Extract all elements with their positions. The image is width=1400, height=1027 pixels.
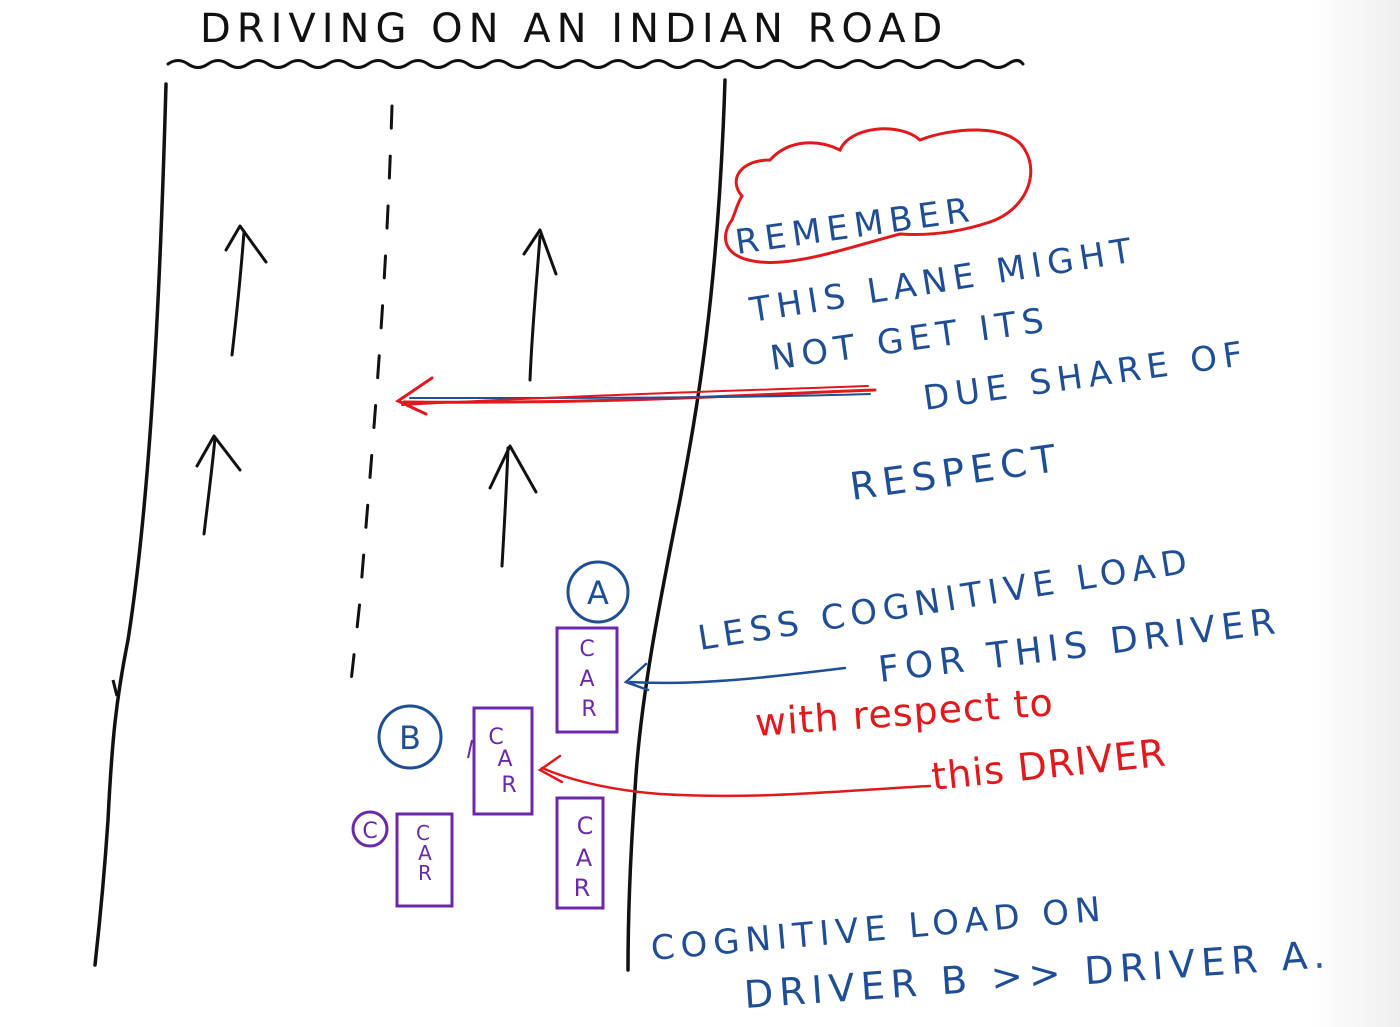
car-a-letter-2: A	[579, 667, 594, 692]
car-c-letter-2: A	[418, 841, 432, 865]
annotation-driver-a: LESS COGNITIVE LOAD FOR THIS DRIVER	[623, 541, 1283, 692]
annotation-a-pointer	[628, 666, 847, 685]
title-wavy-underline	[166, 59, 1025, 69]
right-lane-arrow-lower	[488, 444, 538, 568]
remember-callout: REMEMBER	[723, 127, 1033, 264]
annotation-b-line-1: with respect to	[754, 680, 1056, 745]
lane-respect-note: THIS LANE MIGHT NOT GET ITS DUE SHARE OF…	[746, 230, 1251, 509]
marker-a-letter: A	[587, 574, 609, 612]
left-lane-arrow-lower	[195, 434, 242, 536]
car-a-letter-3: R	[581, 697, 596, 722]
road	[93, 78, 727, 972]
car-right-lane-letter-3: R	[574, 874, 591, 902]
car-a: C A R	[555, 626, 619, 734]
marker-c-letter: C	[362, 819, 377, 844]
conclusion-note: COGNITIVE LOAD ON DRIVER B >> DRIVER A.	[649, 889, 1332, 1017]
car-c: C A R	[395, 812, 454, 908]
marker-b-letter: B	[399, 719, 421, 757]
right-lane-arrow-upper	[522, 228, 558, 382]
car-b: C A R	[467, 706, 534, 816]
left-lane-arrow-upper	[224, 224, 268, 357]
annotation-b-pointer	[540, 766, 932, 798]
car-right-lane: C A R	[555, 796, 605, 910]
road-left-edge-tick	[111, 679, 119, 697]
road-right-edge	[626, 78, 727, 972]
car-b-letter-2: A	[497, 747, 512, 772]
marker-a: A	[566, 560, 630, 624]
title: DRIVING ON AN INDIAN ROAD	[200, 6, 948, 52]
marker-c: C	[351, 810, 389, 848]
road-left-edge	[93, 82, 168, 967]
car-a-letter-1: C	[579, 637, 594, 662]
road-center-dashed-line	[348, 104, 394, 694]
car-b-letter-3: R	[501, 773, 516, 798]
note-line-4: RESPECT	[847, 436, 1064, 509]
car-b-letter-1: C	[488, 725, 503, 750]
remember-cloud-outline	[723, 127, 1033, 264]
car-right-lane-letter-1: C	[577, 812, 594, 840]
car-right-lane-letter-2: A	[576, 844, 593, 872]
annotation-b-line-2: this DRIVER	[929, 731, 1168, 799]
marker-b: B	[377, 704, 443, 770]
remember-label: REMEMBER	[733, 190, 978, 263]
lane-direction-arrows	[195, 224, 558, 568]
car-c-letter-3: R	[418, 861, 432, 885]
lane-shift-arrow	[394, 376, 877, 416]
car-c-letter-1: C	[416, 821, 430, 845]
